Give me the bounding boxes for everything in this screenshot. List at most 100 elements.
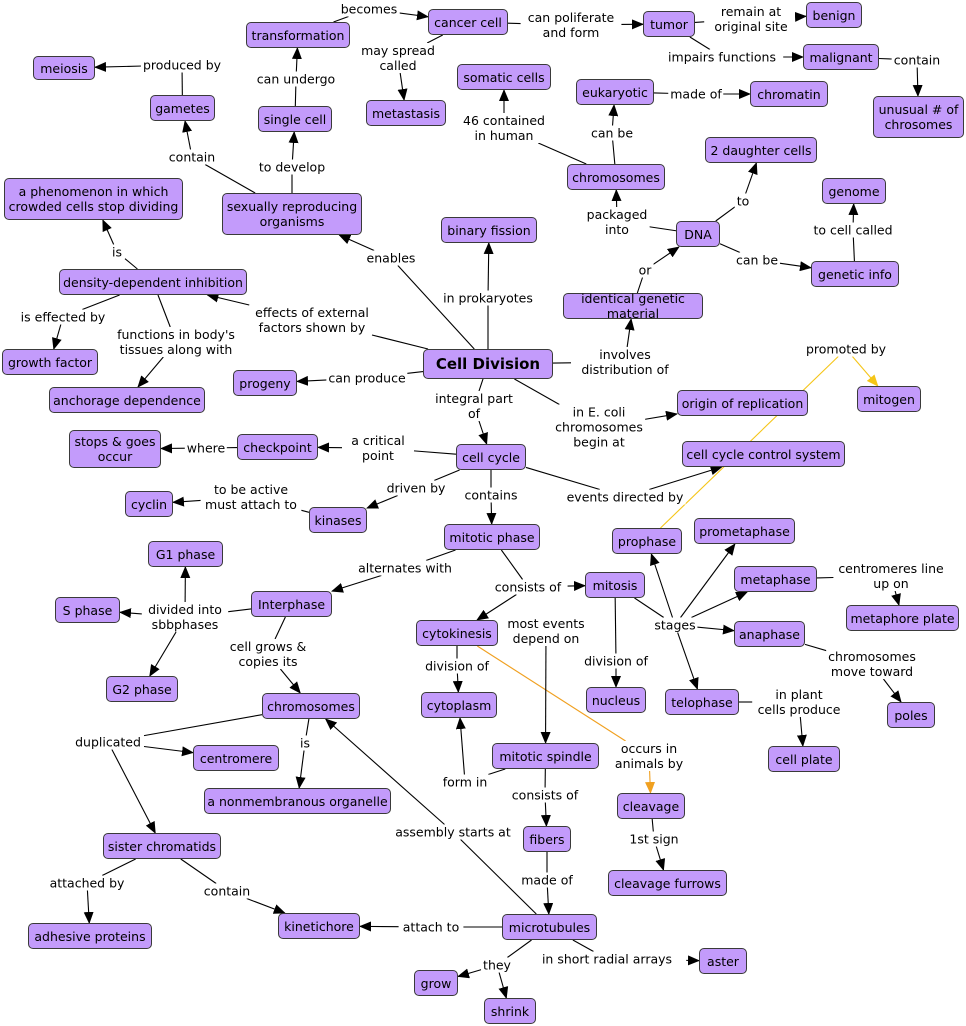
node-sister-chromatids[interactable]: sister chromatids — [103, 833, 221, 859]
node-chromosomes-top[interactable]: chromosomes — [567, 164, 665, 190]
connector-cell-cycle-to-a-critical-point — [413, 450, 457, 455]
node-g1[interactable]: G1 phase — [148, 541, 223, 567]
node-metaphase-plate[interactable]: metaphore plate — [846, 605, 959, 631]
node-somatic-cells[interactable]: somatic cells — [457, 64, 551, 90]
connector-consists-of-mitosis-to-cytokinesis — [476, 594, 517, 621]
node-gametes[interactable]: gametes — [150, 95, 215, 121]
node-prophase[interactable]: prophase — [612, 528, 682, 554]
node-kinases[interactable]: kinases — [309, 507, 367, 533]
link-label-remain-at-site: remain at original site — [712, 4, 790, 34]
node-metastasis[interactable]: metastasis — [366, 100, 446, 126]
link-label-integral-part: integral part of — [433, 391, 515, 421]
connector-made-of-microtubules-to-microtubules — [543, 887, 554, 915]
node-nonmembranous[interactable]: a nonmembranous organelle — [204, 788, 391, 814]
node-g2[interactable]: G2 phase — [106, 676, 178, 702]
node-transformation[interactable]: transformation — [246, 22, 350, 48]
node-growth-factor[interactable]: growth factor — [2, 349, 98, 375]
node-sexually-reproducing[interactable]: sexually reproducing organisms — [222, 193, 362, 235]
node-cleavage-furrows[interactable]: cleavage furrows — [608, 870, 727, 896]
node-mitotic-phase[interactable]: mitotic phase — [444, 524, 540, 550]
node-nucleus[interactable]: nucleus — [586, 687, 646, 713]
connector-cell-division-to-effects-external — [371, 334, 429, 350]
node-centromere[interactable]: centromere — [193, 745, 279, 771]
connector-chromosomes-move-to-poles — [883, 678, 902, 703]
link-label-cell-grows: cell grows & copies its — [227, 639, 309, 669]
node-anaphase[interactable]: anaphase — [734, 621, 805, 647]
node-metaphase[interactable]: metaphase — [734, 566, 817, 592]
connector-mitotic-phase-to-consists-of-mitosis — [500, 549, 524, 580]
node-poles[interactable]: poles — [887, 702, 935, 728]
link-label-contain-kinetichore: contain — [201, 883, 253, 899]
link-label-in-plant: in plant cells produce — [755, 687, 843, 717]
link-label-alternates-with: alternates with — [356, 560, 454, 576]
connector-division-of-cytoplasm-to-cytoplasm — [452, 673, 463, 693]
node-adhesive-proteins[interactable]: adhesive proteins — [28, 923, 152, 949]
node-grow[interactable]: grow — [414, 970, 458, 996]
node-prometaphase[interactable]: prometaphase — [694, 518, 795, 544]
connector-can-produce-to-progeny — [296, 375, 328, 386]
node-origin-replication[interactable]: origin of replication — [677, 390, 808, 416]
node-tumor[interactable]: tumor — [643, 11, 695, 37]
node-cell-plate[interactable]: cell plate — [768, 746, 840, 772]
node-telophase[interactable]: telophase — [665, 689, 739, 715]
node-mitosis[interactable]: mitosis — [585, 572, 645, 598]
link-label-involves-distribution: involves distribution of — [579, 347, 671, 377]
node-cytoplasm[interactable]: cytoplasm — [421, 692, 497, 718]
connector-mitosis-to-division-of-nucleus — [614, 597, 617, 654]
connector-form-in-to-cytoplasm — [455, 717, 466, 775]
node-density-dependent[interactable]: density-dependent inhibition — [59, 269, 247, 295]
node-cell-cycle[interactable]: cell cycle — [456, 444, 526, 470]
node-chromatin[interactable]: chromatin — [750, 81, 828, 107]
node-stops-goes[interactable]: stops & goes occur — [69, 430, 161, 468]
node-identical-genetic[interactable]: identical genetic material — [563, 291, 703, 321]
node-cytokinesis[interactable]: cytokinesis — [416, 620, 498, 646]
node-s-phase[interactable]: S phase — [55, 597, 120, 623]
node-cyclin[interactable]: cyclin — [125, 491, 173, 517]
node-malignant[interactable]: malignant — [803, 44, 879, 70]
connector-to-daughter-to-two-daughter-cells — [745, 162, 758, 194]
node-genome[interactable]: genome — [822, 178, 886, 204]
link-label-assembly-starts: assembly starts at — [393, 824, 513, 840]
connector-driven-by-to-kinases — [366, 494, 398, 509]
node-chromosomes-mid[interactable]: chromosomes — [262, 693, 360, 719]
node-eukaryotic[interactable]: eukaryotic — [576, 79, 654, 105]
node-dna[interactable]: DNA — [676, 221, 720, 247]
connector-chromosomes-top-to-forty-six — [538, 142, 587, 165]
node-kinetichore[interactable]: kinetichore — [278, 913, 360, 939]
node-anchorage[interactable]: anchorage dependence — [49, 387, 205, 413]
link-label-stages: stages — [652, 617, 698, 633]
node-progeny[interactable]: progeny — [233, 370, 297, 396]
connector-is-phenomenon-to-phenomenon — [102, 219, 115, 245]
node-single-cell[interactable]: single cell — [258, 106, 332, 132]
link-label-events-directed: events directed by — [564, 489, 686, 505]
link-label-divided-into: divided into sbbphases — [146, 602, 224, 632]
node-checkpoint[interactable]: checkpoint — [237, 434, 318, 460]
node-unusual-chrosomes[interactable]: unusual # of chrosomes — [873, 96, 964, 138]
connector-enables-to-sexually-reproducing — [338, 234, 375, 252]
connector-consists-of-fibers-to-fibers — [540, 802, 551, 827]
node-meiosis[interactable]: meiosis — [33, 56, 95, 80]
connector-divided-into-to-g2 — [149, 631, 177, 677]
node-shrink[interactable]: shrink — [484, 998, 536, 1024]
link-label-division-of-cytoplasm: division of — [423, 658, 491, 674]
node-phenomenon[interactable]: a phenomenon in which crowded cells stop… — [4, 178, 183, 220]
node-mitotic-spindle[interactable]: mitotic spindle — [492, 743, 599, 769]
node-cleavage[interactable]: cleavage — [617, 793, 685, 819]
link-label-becomes: becomes — [338, 1, 400, 17]
link-label-duplicated: duplicated — [73, 734, 143, 750]
node-two-daughter-cells[interactable]: 2 daughter cells — [705, 137, 817, 163]
node-aster[interactable]: aster — [699, 948, 747, 974]
node-binary-fission[interactable]: binary fission — [441, 217, 537, 243]
node-microtubules[interactable]: microtubules — [502, 914, 597, 940]
node-fibers[interactable]: fibers — [523, 826, 571, 852]
node-cancer-cell[interactable]: cancer cell — [428, 9, 508, 35]
node-control-system[interactable]: cell cycle control system — [682, 441, 845, 467]
node-benign[interactable]: benign — [806, 2, 862, 28]
node-interphase[interactable]: Interphase — [251, 591, 332, 617]
connector-stages-to-prometaphase — [680, 543, 736, 618]
node-genetic-info[interactable]: genetic info — [811, 261, 899, 287]
node-cell-division[interactable]: Cell Division — [423, 349, 553, 379]
connector-genetic-info-to-to-cell-called — [852, 237, 855, 262]
link-label-most-events: most events depend on — [505, 616, 587, 646]
node-mitogen[interactable]: mitogen — [857, 386, 921, 412]
